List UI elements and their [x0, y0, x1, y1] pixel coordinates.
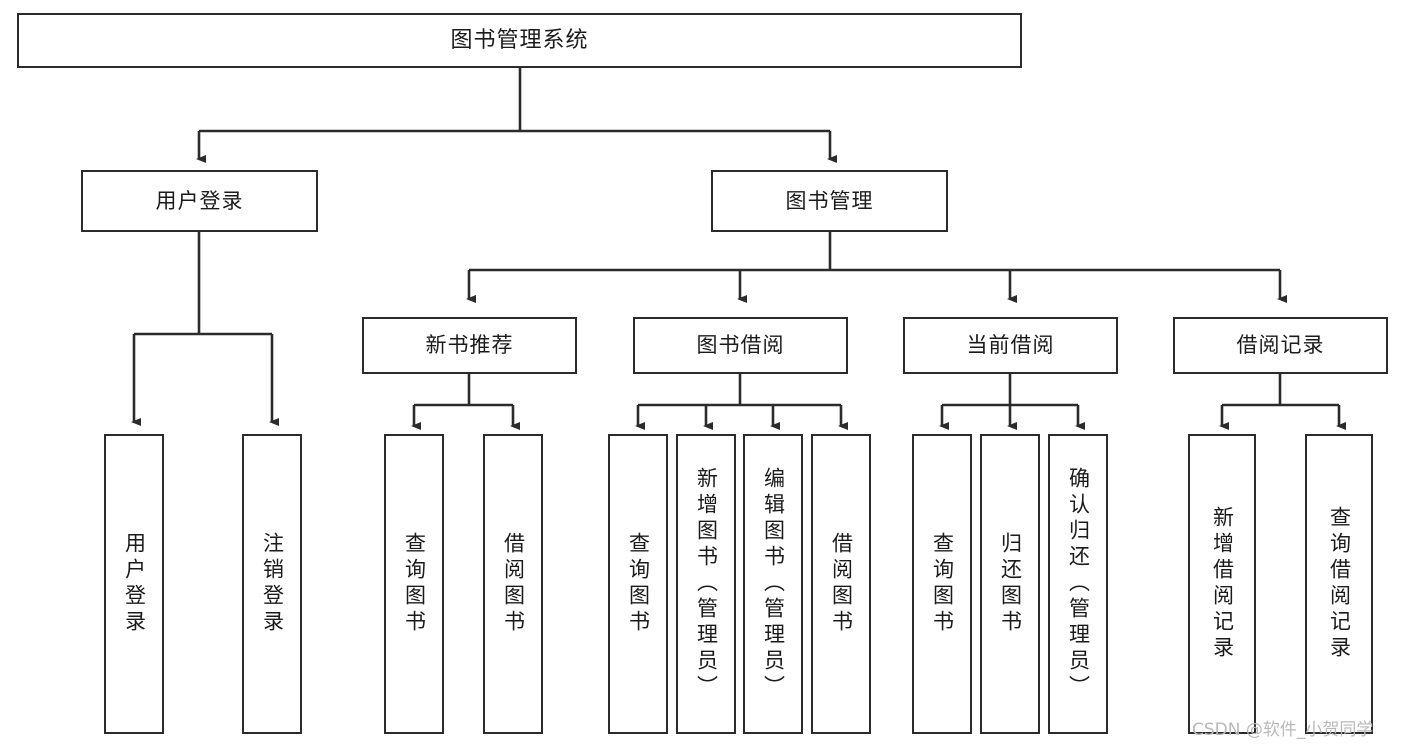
node-label: 借阅记录 — [1236, 333, 1325, 358]
node-new-book-recommend[interactable]: 新书推荐 — [362, 317, 577, 374]
node-label: 图书借阅 — [696, 333, 785, 358]
leaf-user-login-logout[interactable]: 注销登录 — [242, 434, 302, 734]
node-label: 确认归还（管理员） — [1066, 467, 1091, 701]
node-label: 图书管理系统 — [450, 27, 589, 53]
node-label: 查询图书 — [402, 532, 427, 636]
csdn-watermark: CSDN @软件_小贺同学 — [1192, 720, 1374, 740]
leaf-new-book-borrow[interactable]: 借阅图书 — [483, 434, 543, 734]
node-label: 编辑图书（管理员） — [761, 467, 786, 701]
node-label: 新书推荐 — [425, 333, 514, 358]
leaf-current-borrow-confirm-return[interactable]: 确认归还（管理员） — [1048, 434, 1108, 734]
leaf-book-borrow-query[interactable]: 查询图书 — [608, 434, 668, 734]
leaf-current-borrow-return[interactable]: 归还图书 — [980, 434, 1040, 734]
node-label: 新增借阅记录 — [1210, 506, 1235, 662]
node-borrow-record[interactable]: 借阅记录 — [1173, 317, 1388, 374]
node-root-system[interactable]: 图书管理系统 — [17, 13, 1022, 68]
leaf-current-borrow-query[interactable]: 查询图书 — [912, 434, 972, 734]
node-label: 当前借阅 — [966, 333, 1055, 358]
node-label: 查询图书 — [930, 532, 955, 636]
node-label: 查询图书 — [626, 532, 651, 636]
node-book-management[interactable]: 图书管理 — [711, 170, 948, 232]
node-label: 用户登录 — [122, 532, 147, 636]
node-current-borrow[interactable]: 当前借阅 — [903, 317, 1118, 374]
node-label: 图书管理 — [785, 188, 874, 213]
leaf-book-borrow-add[interactable]: 新增图书（管理员） — [676, 434, 736, 734]
node-label: 用户登录 — [155, 188, 244, 213]
leaf-borrow-record-query[interactable]: 查询借阅记录 — [1305, 434, 1373, 734]
node-label: 新增图书（管理员） — [694, 467, 719, 701]
node-book-borrow[interactable]: 图书借阅 — [633, 317, 848, 374]
leaf-book-borrow-borrow[interactable]: 借阅图书 — [811, 434, 871, 734]
leaf-user-login-login[interactable]: 用户登录 — [104, 434, 164, 734]
node-label: 查询借阅记录 — [1327, 506, 1352, 662]
leaf-borrow-record-add[interactable]: 新增借阅记录 — [1188, 434, 1256, 734]
node-label: 借阅图书 — [829, 532, 854, 636]
node-label: 归还图书 — [998, 532, 1023, 636]
leaf-new-book-query[interactable]: 查询图书 — [384, 434, 444, 734]
node-label: 借阅图书 — [501, 532, 526, 636]
node-label: 注销登录 — [260, 532, 285, 636]
leaf-book-borrow-edit[interactable]: 编辑图书（管理员） — [743, 434, 803, 734]
node-user-login[interactable]: 用户登录 — [81, 170, 318, 232]
